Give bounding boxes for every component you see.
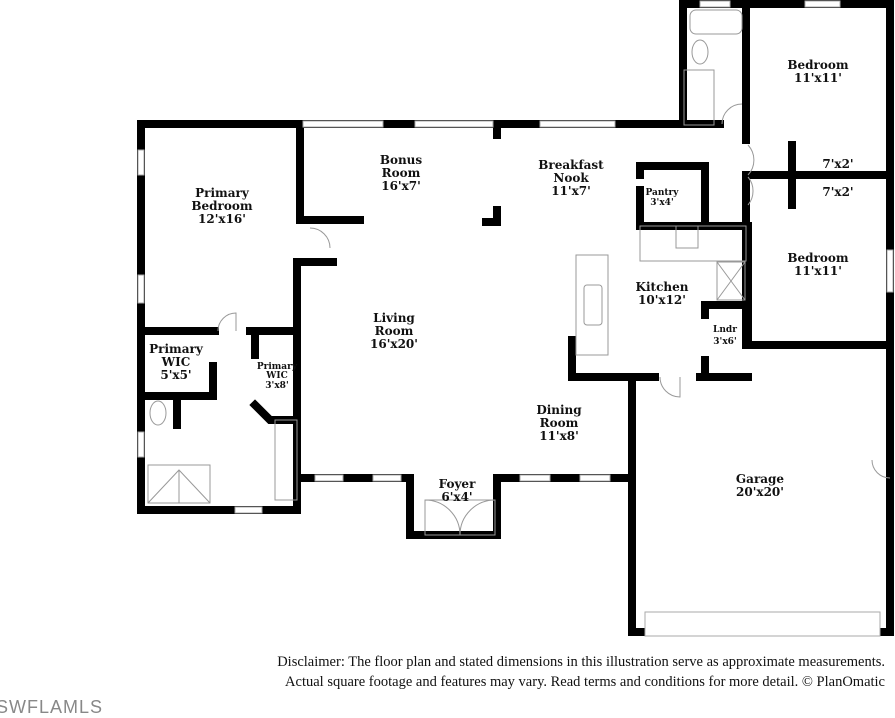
- room-laundry-name: Lndr: [713, 325, 737, 335]
- room-primary-bedroom-dims: 12'x16': [198, 212, 246, 226]
- room-wic1-dims: 5'x5': [160, 368, 191, 382]
- room-pantry-dims: 3'x4': [650, 198, 673, 208]
- room-nook-name: Breakfast: [538, 158, 604, 172]
- room-bonus-name2: Room: [382, 166, 421, 180]
- disclaimer: Disclaimer: The floor plan and stated di…: [277, 652, 885, 692]
- stove: [675, 225, 699, 249]
- room-closet2-dims: 7'x2': [822, 185, 853, 199]
- room-bedroom1-dims: 11'x11': [794, 71, 842, 85]
- room-wic2-name2: WIC: [265, 371, 287, 381]
- toilet: [691, 39, 709, 65]
- disclaimer-line-1: Disclaimer: The floor plan and stated di…: [277, 654, 885, 670]
- fixtures: [147, 9, 891, 536]
- room-wic2-dims: 3'x8': [265, 381, 288, 391]
- room-foyer-dims: 6'x4': [441, 490, 472, 504]
- windows: [137, 0, 894, 637]
- room-laundry-dims: 3'x6': [713, 337, 736, 347]
- double-vanity: [274, 419, 298, 501]
- kitchen-island: [575, 254, 609, 356]
- room-dining-dims: 11'x8': [539, 429, 579, 443]
- room-garage-dims: 20'x20': [736, 485, 784, 499]
- room-garage-name: Garage: [736, 472, 785, 486]
- room-living-dims: 16'x20': [370, 337, 418, 351]
- room-pantry-name: Pantry: [645, 188, 679, 198]
- room-wic1-name: Primary: [149, 342, 204, 356]
- sink: [583, 284, 603, 326]
- room-bonus-name: Bonus: [380, 153, 423, 167]
- room-bedroom2-name: Bedroom: [787, 251, 848, 265]
- counter: [639, 225, 747, 262]
- disclaimer-line-2: Actual square footage and features may v…: [285, 674, 885, 690]
- room-kitchen-dims: 10'x12': [638, 293, 686, 307]
- room-dining-name2: Room: [540, 416, 579, 430]
- garage-door: [644, 611, 881, 637]
- room-foyer-name: Foyer: [439, 477, 476, 491]
- room-living-name: Living: [373, 311, 415, 325]
- walls: [137, 0, 894, 636]
- room-living-name2: Room: [375, 324, 414, 338]
- room-closet1-dims: 7'x2': [822, 157, 853, 171]
- toilet: [149, 400, 167, 426]
- room-nook-name2: Nook: [553, 171, 589, 185]
- room-labels: Primary Bedroom 12'x16' Bonus Room 16'x7…: [149, 58, 853, 504]
- fridge: [716, 261, 746, 301]
- bathtub: [689, 9, 743, 35]
- room-dining-name: Dining: [536, 403, 582, 417]
- room-kitchen-name: Kitchen: [636, 280, 689, 294]
- vanity: [683, 69, 715, 126]
- room-bedroom1-name: Bedroom: [787, 58, 848, 72]
- room-primary-bedroom-name2: Bedroom: [191, 199, 252, 213]
- room-wic1-name2: WIC: [161, 355, 191, 369]
- watermark: SWFLAMLS: [0, 697, 104, 717]
- room-nook-dims: 11'x7': [551, 184, 591, 198]
- room-bonus-dims: 16'x7': [381, 179, 421, 193]
- room-bedroom2-dims: 11'x11': [794, 264, 842, 278]
- room-primary-bedroom-name: Primary: [195, 186, 250, 200]
- room-wic2-name: Primary: [257, 362, 298, 372]
